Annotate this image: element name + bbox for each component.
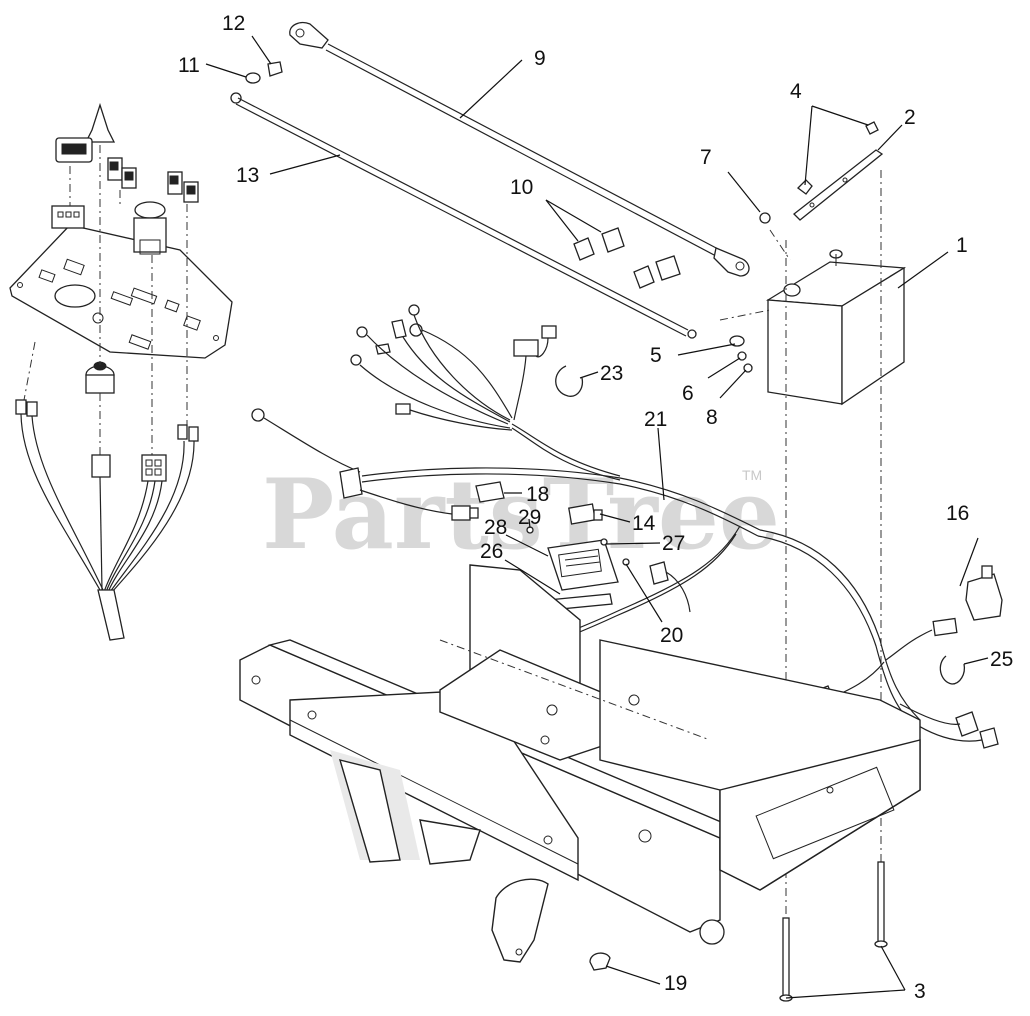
callout-10: 10 [510, 176, 533, 199]
washer [245, 72, 261, 84]
harness-connector-left [339, 467, 363, 499]
battery-front [767, 299, 843, 405]
control-module [547, 539, 619, 591]
callout-21: 21 [644, 408, 667, 431]
flat-washer [729, 335, 745, 347]
harness-connector-upper [513, 339, 539, 357]
callout-25: 25 [990, 648, 1013, 671]
seat-switch-connector [932, 617, 958, 637]
callout-27: 27 [662, 532, 685, 555]
callout-3: 3 [914, 980, 926, 1003]
callout-12: 12 [222, 12, 245, 35]
battery-side [841, 266, 905, 406]
harness-sleeve [97, 589, 125, 641]
callout-6: 6 [682, 382, 694, 405]
callout-28: 28 [484, 516, 507, 539]
hold-down-rod-right [877, 861, 885, 943]
callout-14: 14 [632, 512, 656, 535]
throttle-knob [84, 102, 116, 143]
pto-switch-knob [134, 201, 166, 219]
battery-cables [230, 21, 750, 339]
battery-terminal-positive [783, 283, 801, 297]
harness-plug-left [91, 454, 111, 478]
dash-panel-plate [9, 224, 233, 359]
battery-assembly [719, 121, 907, 1002]
callout-23: 23 [600, 362, 623, 385]
callout-5: 5 [650, 344, 662, 367]
wing-nut [797, 179, 813, 195]
callout-4: 4 [790, 80, 802, 103]
watermark-trademark: TM [742, 467, 762, 483]
callout-11: 11 [178, 54, 200, 77]
cable-tie-upper [555, 365, 584, 397]
dash-panel-assembly [9, 102, 233, 641]
callout-7: 7 [700, 146, 712, 169]
harness-plug-center [141, 454, 167, 482]
callout-26: 26 [480, 540, 503, 563]
battery-hold-down-bracket [793, 149, 884, 221]
callout-2: 2 [904, 106, 916, 129]
callout-8: 8 [706, 406, 718, 429]
callout-20: 20 [660, 624, 683, 647]
callout-19: 19 [664, 972, 687, 995]
bolt [267, 61, 283, 77]
grommet [589, 952, 611, 971]
callout-9: 9 [534, 47, 546, 70]
leader-lines [205, 35, 989, 999]
callout-29: 29 [518, 506, 541, 529]
frame-leg [491, 878, 549, 963]
main-wire-harness [251, 304, 1003, 971]
cable-tie-right [939, 655, 966, 685]
terminal-boot [601, 227, 625, 253]
positive-battery-cable-end [289, 21, 329, 49]
hex-nut [759, 212, 771, 224]
fuse-holder [475, 481, 505, 503]
callout-1: 1 [956, 234, 968, 257]
seat-switch [965, 573, 1003, 621]
callout-labels: 1 2 3 4 5 6 7 8 9 10 11 12 13 14 16 18 1… [178, 12, 1013, 1003]
relay [568, 503, 596, 525]
hold-down-rod-left [782, 917, 790, 997]
positive-cable-terminal [713, 247, 750, 277]
callout-13: 13 [236, 164, 259, 187]
tractor-frame [239, 564, 921, 963]
callout-16: 16 [946, 502, 969, 525]
callout-18: 18 [526, 483, 549, 506]
